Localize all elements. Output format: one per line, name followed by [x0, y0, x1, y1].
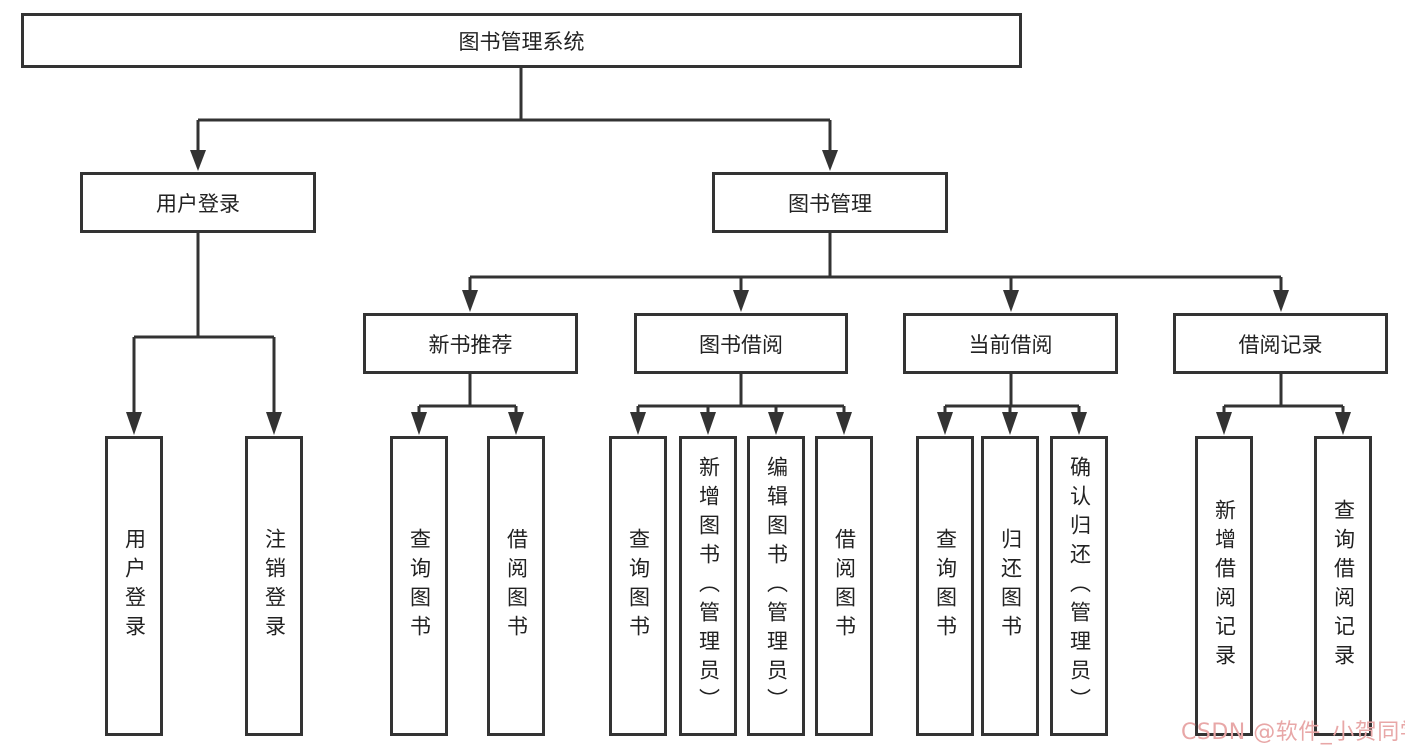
node-leaf-query-record: 查询借阅记录 — [1314, 436, 1372, 736]
node-book-management: 图书管理 — [712, 172, 948, 233]
node-leaf-query-book-3-label: 查询图书 — [933, 528, 958, 644]
node-leaf-confirm-return-label: 确认归还（管理员） — [1067, 455, 1092, 717]
node-leaf-logout-label: 注销登录 — [262, 528, 287, 644]
node-leaf-borrow-book-1-label: 借阅图书 — [504, 528, 529, 644]
node-borrow-records-label: 借阅记录 — [1238, 332, 1323, 357]
csdn-watermark: CSDN @软件_小贺同学 — [1181, 720, 1405, 745]
node-leaf-logout: 注销登录 — [245, 436, 303, 736]
node-current-borrow-label: 当前借阅 — [968, 332, 1053, 357]
node-book-management-label: 图书管理 — [788, 191, 872, 216]
node-root: 图书管理系统 — [21, 13, 1022, 68]
node-leaf-confirm-return: 确认归还（管理员） — [1050, 436, 1108, 736]
node-leaf-borrow-book-1: 借阅图书 — [487, 436, 545, 736]
node-borrow-records: 借阅记录 — [1173, 313, 1388, 374]
node-root-label: 图书管理系统 — [458, 29, 585, 54]
node-leaf-user-login: 用户登录 — [105, 436, 163, 736]
node-current-borrow: 当前借阅 — [903, 313, 1118, 374]
node-leaf-add-book: 新增图书（管理员） — [679, 436, 737, 736]
node-leaf-add-record-label: 新增借阅记录 — [1212, 499, 1237, 673]
node-leaf-edit-book: 编辑图书（管理员） — [747, 436, 805, 736]
node-book-borrow: 图书借阅 — [634, 313, 848, 374]
node-leaf-add-book-label: 新增图书（管理员） — [696, 455, 721, 717]
node-leaf-query-book-2: 查询图书 — [609, 436, 667, 736]
node-new-book-recommend-label: 新书推荐 — [428, 332, 513, 357]
node-leaf-query-record-label: 查询借阅记录 — [1331, 499, 1356, 673]
node-leaf-borrow-book-2: 借阅图书 — [815, 436, 873, 736]
node-leaf-borrow-book-2-label: 借阅图书 — [832, 528, 857, 644]
node-book-borrow-label: 图书借阅 — [699, 332, 783, 357]
node-leaf-add-record: 新增借阅记录 — [1195, 436, 1253, 736]
node-leaf-query-book-1-label: 查询图书 — [407, 528, 432, 644]
node-new-book-recommend: 新书推荐 — [363, 313, 578, 374]
node-user-login-label: 用户登录 — [156, 191, 240, 216]
node-leaf-query-book-3: 查询图书 — [916, 436, 974, 736]
node-leaf-user-login-label: 用户登录 — [122, 528, 147, 644]
arrowheads — [126, 150, 1351, 435]
node-leaf-return-book: 归还图书 — [981, 436, 1039, 736]
node-leaf-query-book-2-label: 查询图书 — [626, 528, 651, 644]
node-leaf-query-book-1: 查询图书 — [390, 436, 448, 736]
node-user-login: 用户登录 — [80, 172, 316, 233]
node-leaf-edit-book-label: 编辑图书（管理员） — [764, 455, 789, 717]
node-leaf-return-book-label: 归还图书 — [998, 528, 1023, 644]
